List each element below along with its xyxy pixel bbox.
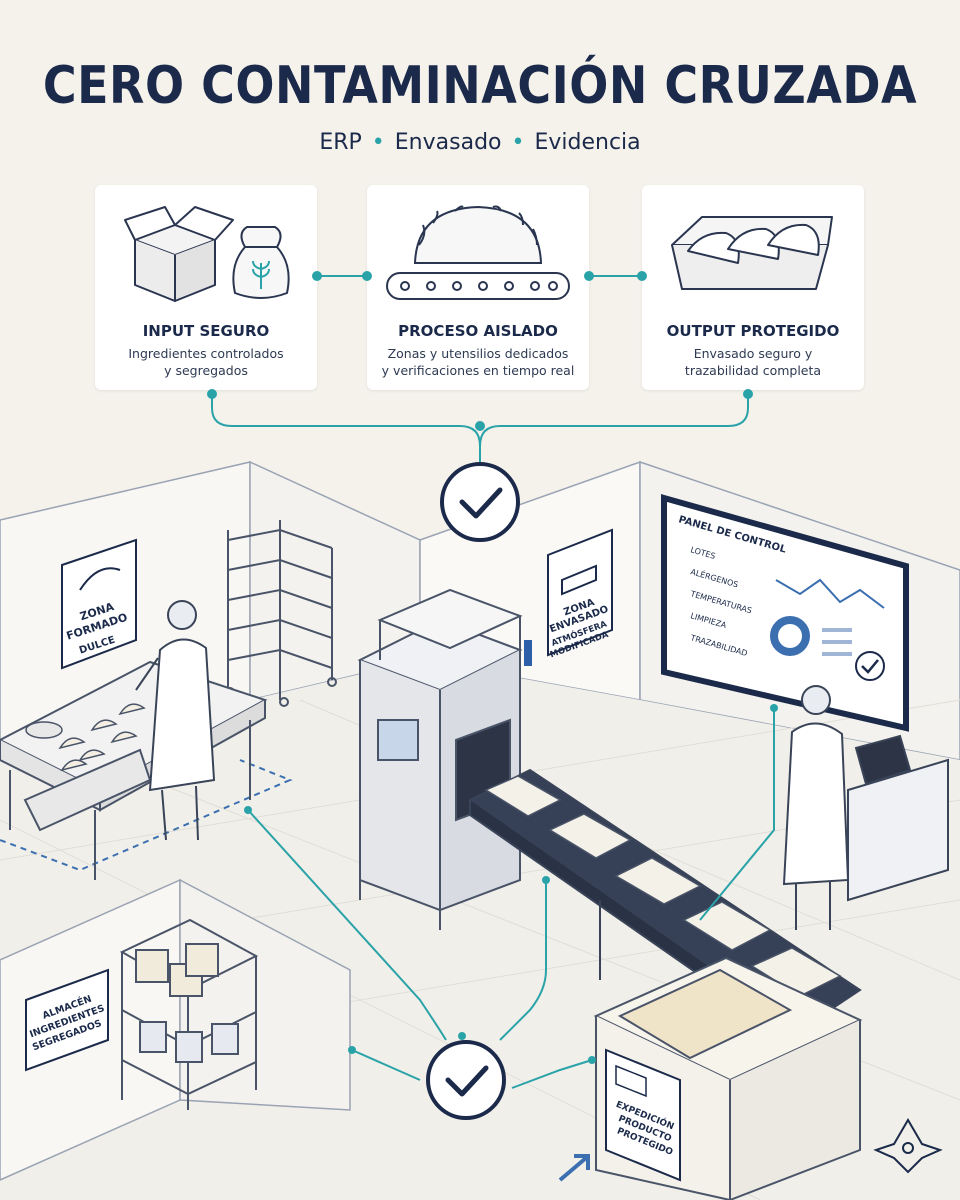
arrow-icon (558, 1154, 590, 1182)
check-circle-bottom-icon (426, 1040, 506, 1120)
separator-dot-icon: • (511, 130, 525, 155)
zone-boundary-dashed (0, 759, 293, 872)
sealed-tray-icon (671, 216, 833, 290)
worker-control (782, 685, 949, 930)
card-title: OUTPUT PROTEGIDO (666, 322, 840, 340)
page-subtitle: ERP • Envasado • Evidencia (0, 130, 960, 155)
card-connectors (207, 271, 753, 462)
storage-shelf (119, 918, 259, 1110)
flow-lines (247, 708, 775, 1089)
card-title: PROCESO AISLADO (398, 322, 558, 340)
card-proceso-aislado: PROCESO AISLADO Zonas y utensilios dedic… (367, 185, 589, 390)
sign-almacen: ALMACÉN INGREDIENTES SEGREGADOS (25, 968, 109, 1072)
control-panel-screen: PANEL DE CONTROL LOTES ALÉRGENOS TEMPERA… (661, 494, 909, 732)
worker-formado (135, 600, 216, 841)
card-title: INPUT SEGURO (142, 322, 270, 340)
dumplings-on-table (58, 703, 146, 772)
machine-light-icon (524, 640, 532, 666)
check-circle-top-icon (440, 462, 520, 542)
sign-zona-formado: ZONA FORMADO DULCE (61, 538, 137, 670)
mixing-bowl (25, 721, 63, 739)
packaging-machine (357, 588, 523, 930)
separator-dot-icon: • (371, 130, 385, 155)
subtitle-item-envasado: Envasado (394, 130, 502, 155)
box-and-flour-sack-icon (124, 206, 290, 302)
page-title: CERO CONTAMINACIÓN CRUZADA (42, 54, 918, 116)
subtitle-item-evidencia: Evidencia (534, 130, 641, 155)
brand-logo-icon (873, 1118, 943, 1174)
sign-expedicion: EXPEDICIÓN PRODUCTO PROTEGIDO (605, 1048, 681, 1182)
subtitle-item-erp: ERP (319, 130, 362, 155)
dumpling-conveyor-icon (386, 205, 570, 300)
flow-dots (244, 704, 778, 1064)
